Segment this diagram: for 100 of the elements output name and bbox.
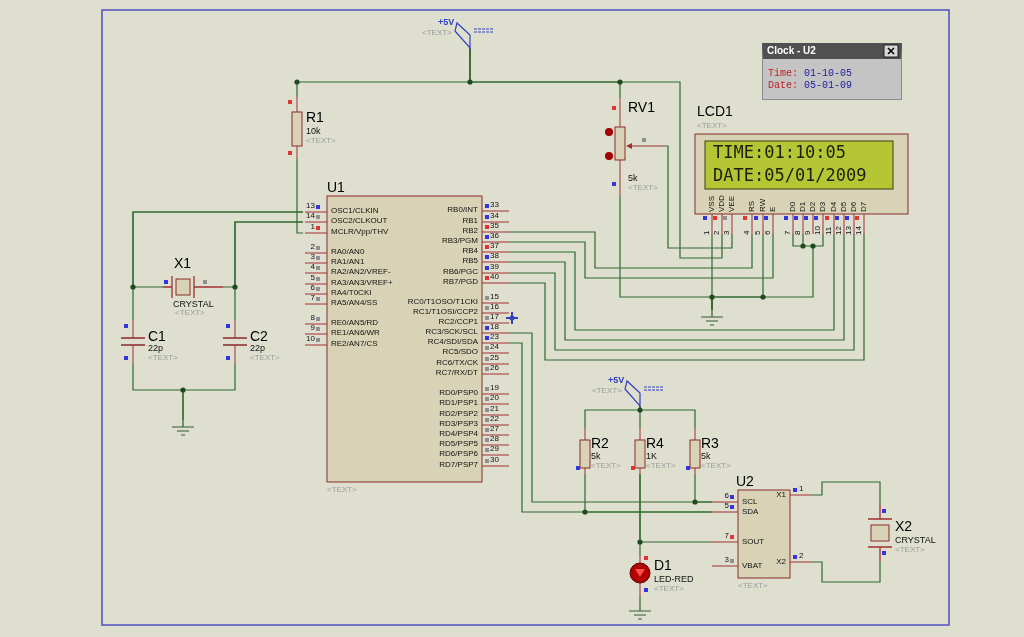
pin-name: RD5/PSP5 <box>439 440 478 448</box>
pin-number: 5 <box>754 230 762 235</box>
pin-name: RB4 <box>462 247 478 255</box>
wire <box>584 473 713 513</box>
pin-number: 35 <box>490 222 499 230</box>
pin-number: 3 <box>310 253 315 261</box>
value-label: 5k <box>701 452 711 461</box>
pin-name: RA4/T0CKI <box>331 289 372 297</box>
value-label: 1K <box>646 452 657 461</box>
pin-number: 38 <box>490 252 499 260</box>
pin-number: 8 <box>794 230 802 235</box>
pin-number: 1 <box>799 485 804 493</box>
pin-number: 14 <box>306 212 315 220</box>
window-title: Clock - U2 <box>767 46 816 56</box>
placeholder-text: <TEXT> <box>697 122 727 130</box>
voltage-label: +5V <box>438 18 455 27</box>
reference-label: LCD1 <box>697 104 733 118</box>
reference-label: R3 <box>701 436 719 450</box>
pin-name: RD6/PSP6 <box>439 450 478 458</box>
pin-name: RC7/RX/DT <box>435 369 478 377</box>
pin-name: RD0/PSP0 <box>439 389 478 397</box>
date-value: 05-01-09 <box>804 81 852 91</box>
pin-number: 16 <box>490 303 499 311</box>
pin-name: RD2/PSP2 <box>439 410 478 418</box>
pin-number: 2 <box>713 230 721 235</box>
pin-name: RA2/AN2/VREF- <box>331 268 391 276</box>
placeholder-text: <TEXT> <box>422 29 452 37</box>
reference-label: X2 <box>895 519 913 533</box>
placeholder-text: <TEXT> <box>175 309 205 317</box>
value-label: CRYSTAL <box>895 536 936 545</box>
display-text: DATE:05/01/2009 <box>713 167 867 184</box>
pin-name: RC4/SDI/SDA <box>427 338 478 346</box>
pin-number: 7 <box>724 532 729 540</box>
pin-number: 4 <box>310 263 315 271</box>
wire <box>508 231 753 269</box>
pin-number: 21 <box>490 405 499 413</box>
wire <box>132 211 304 321</box>
pin-number: 5 <box>724 502 729 510</box>
pin-number: 19 <box>490 384 499 392</box>
pin-number: 20 <box>490 394 499 402</box>
pin-number: 1 <box>310 223 315 231</box>
placeholder-text: <TEXT> <box>591 462 621 470</box>
pin-number: 7 <box>310 294 315 302</box>
pin-name: RD7/PSP7 <box>439 461 478 469</box>
pin-number: 2 <box>310 243 315 251</box>
pin-name: RS <box>748 200 756 212</box>
pin-number: 40 <box>490 273 499 281</box>
value-label: 5k <box>591 452 601 461</box>
reference-label: X1 <box>174 256 192 270</box>
reference-label: U1 <box>327 180 345 194</box>
pin-name: VSS <box>708 196 716 212</box>
pin-name: RD1/PSP1 <box>439 399 478 407</box>
pin-name: VBAT <box>742 562 763 570</box>
wire <box>296 158 304 234</box>
value-label: 5k <box>628 174 638 183</box>
pin-number: 26 <box>490 364 499 372</box>
placeholder-text: <TEXT> <box>701 462 731 470</box>
value-label: 22p <box>250 344 266 353</box>
pin-number: 3 <box>724 556 729 564</box>
pin-number: 27 <box>490 425 499 433</box>
pin-name: RC5/SDO <box>442 348 478 356</box>
pin-number: 33 <box>490 201 499 209</box>
wire <box>663 145 733 249</box>
reference-label: C2 <box>250 329 268 343</box>
pin-name: RB1 <box>462 217 478 225</box>
pin-name: RC0/T1OSO/T1CKI <box>407 298 478 306</box>
placeholder-text: <TEXT> <box>306 137 336 145</box>
placeholder-text: <TEXT> <box>646 462 676 470</box>
pin-name: OSC2/CLKOUT <box>331 217 388 225</box>
pin-number: 39 <box>490 263 499 271</box>
pin-name: OSC1/CLKIN <box>331 207 379 215</box>
pin-number: 13 <box>306 202 315 210</box>
pin-name: VEE <box>728 196 736 212</box>
pin-name: RW <box>759 198 767 212</box>
pin-name: RE1/AN6/WR <box>331 329 380 337</box>
pin-name: D6 <box>850 201 858 212</box>
pin-name: D5 <box>840 201 848 212</box>
wire <box>811 481 881 506</box>
pin-number: 11 <box>825 226 833 235</box>
pin-number: 2 <box>799 552 804 560</box>
pin-name: RD4/PSP4 <box>439 430 478 438</box>
pin-number: 10 <box>306 335 315 343</box>
wire <box>811 560 881 583</box>
display-text: TIME:01:10:05 <box>713 144 847 161</box>
pin-number: 6 <box>764 230 772 235</box>
pin-name: D1 <box>799 201 807 212</box>
placeholder-text: <TEXT> <box>250 354 280 362</box>
field-label: Date: <box>768 81 798 91</box>
pin-name: RE0/AN5/RD <box>331 319 379 327</box>
status-window <box>762 43 902 100</box>
pin-name: RE2/AN7/CS <box>331 340 378 348</box>
pin-number: 4 <box>743 230 751 235</box>
pin-number: 24 <box>490 343 499 351</box>
reference-label: RV1 <box>628 100 655 114</box>
pin-name: RB5 <box>462 257 478 265</box>
pin-number: 9 <box>804 230 812 235</box>
pin-name: RC3/SCK/SCL <box>425 328 478 336</box>
field-label: Time: <box>768 69 798 79</box>
reference-label: D1 <box>654 558 672 572</box>
pin-name: RA0/AN0 <box>331 248 365 256</box>
